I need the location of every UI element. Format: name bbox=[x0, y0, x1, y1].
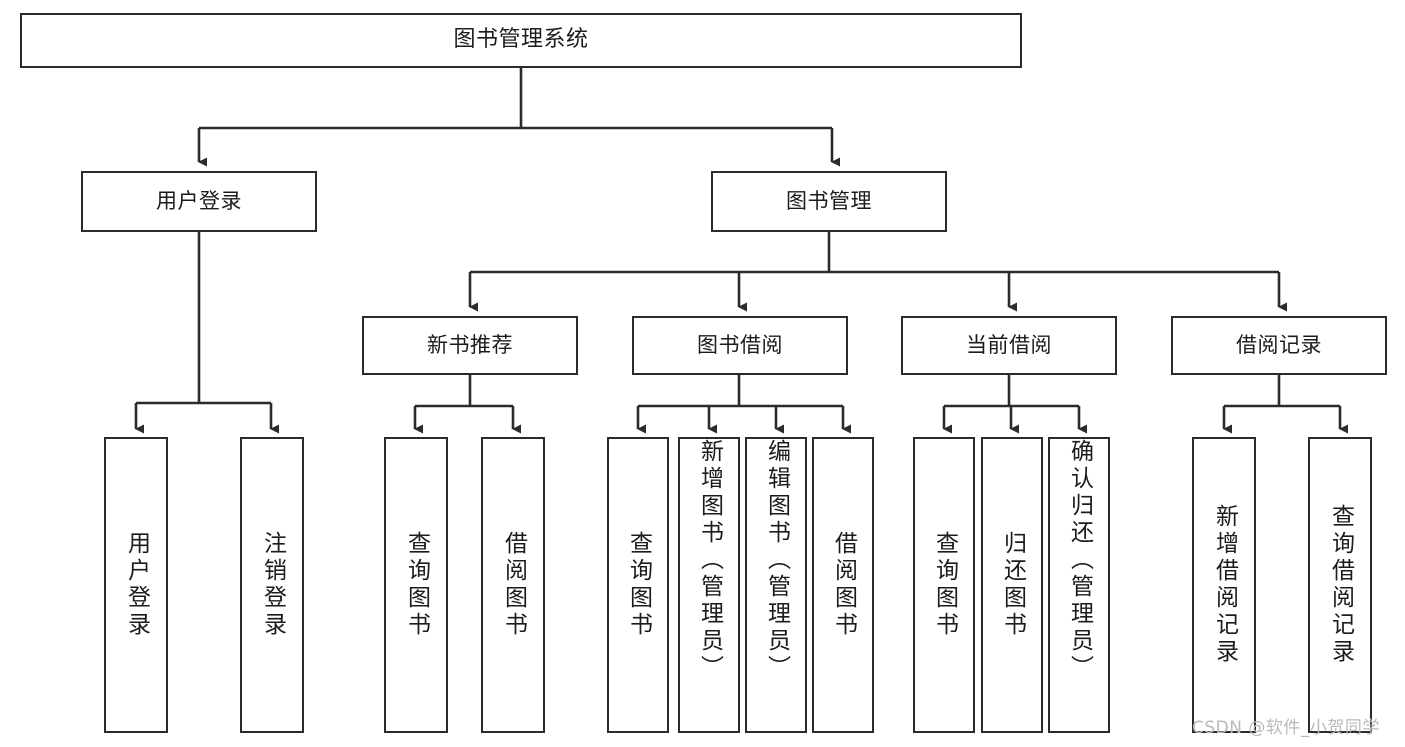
leaf-record-query-record[interactable]: 查询借阅记录 bbox=[1308, 437, 1372, 733]
node-borrow-record[interactable]: 借阅记录 bbox=[1171, 316, 1387, 375]
leaf-borrow-query-book[interactable]: 查询图书 bbox=[607, 437, 669, 733]
node-label: 查询图书 bbox=[403, 531, 430, 639]
node-label: 图书借阅 bbox=[697, 332, 783, 357]
leaf-user-login-logout[interactable]: 注销登录 bbox=[240, 437, 304, 733]
node-label: 注销登录 bbox=[259, 531, 286, 639]
node-label: 查询图书 bbox=[931, 531, 958, 639]
node-label: 新书推荐 bbox=[427, 332, 513, 357]
node-label: 借阅图书 bbox=[500, 531, 527, 639]
node-label: 用户登录 bbox=[123, 531, 150, 639]
leaf-current-return-book[interactable]: 归还图书 bbox=[981, 437, 1043, 733]
leaf-record-add-record[interactable]: 新增借阅记录 bbox=[1192, 437, 1256, 733]
node-label: 查询图书 bbox=[625, 531, 652, 639]
node-current-borrow[interactable]: 当前借阅 bbox=[901, 316, 1117, 375]
node-root-system[interactable]: 图书管理系统 bbox=[20, 13, 1022, 68]
node-label: 编辑图书（管理员） bbox=[763, 439, 790, 682]
leaf-recommend-query-book[interactable]: 查询图书 bbox=[384, 437, 448, 733]
leaf-borrow-edit-book-admin[interactable]: 编辑图书（管理员） bbox=[745, 437, 807, 733]
node-label: 图书管理 bbox=[786, 188, 872, 213]
node-label: 当前借阅 bbox=[966, 332, 1052, 357]
csdn-watermark: CSDN @软件_小贺同学 bbox=[1192, 718, 1380, 738]
node-book-borrow[interactable]: 图书借阅 bbox=[632, 316, 848, 375]
node-label: 确认归还（管理员） bbox=[1066, 439, 1093, 682]
node-label: 借阅图书 bbox=[830, 531, 857, 639]
leaf-recommend-borrow-book[interactable]: 借阅图书 bbox=[481, 437, 545, 733]
leaf-user-login-login[interactable]: 用户登录 bbox=[104, 437, 168, 733]
leaf-borrow-add-book-admin[interactable]: 新增图书（管理员） bbox=[678, 437, 740, 733]
node-user-login[interactable]: 用户登录 bbox=[81, 171, 317, 232]
leaf-current-query-book[interactable]: 查询图书 bbox=[913, 437, 975, 733]
leaf-borrow-borrow-book[interactable]: 借阅图书 bbox=[812, 437, 874, 733]
node-book-management[interactable]: 图书管理 bbox=[711, 171, 947, 232]
leaf-current-confirm-return-admin[interactable]: 确认归还（管理员） bbox=[1048, 437, 1110, 733]
node-label: 新增借阅记录 bbox=[1211, 504, 1238, 666]
node-label: 归还图书 bbox=[999, 531, 1026, 639]
node-label: 新增图书（管理员） bbox=[696, 439, 723, 682]
node-new-book-recommend[interactable]: 新书推荐 bbox=[362, 316, 578, 375]
node-label: 用户登录 bbox=[156, 188, 242, 213]
node-label: 借阅记录 bbox=[1236, 332, 1322, 357]
node-label: 查询借阅记录 bbox=[1327, 504, 1354, 666]
node-label: 图书管理系统 bbox=[453, 27, 589, 53]
